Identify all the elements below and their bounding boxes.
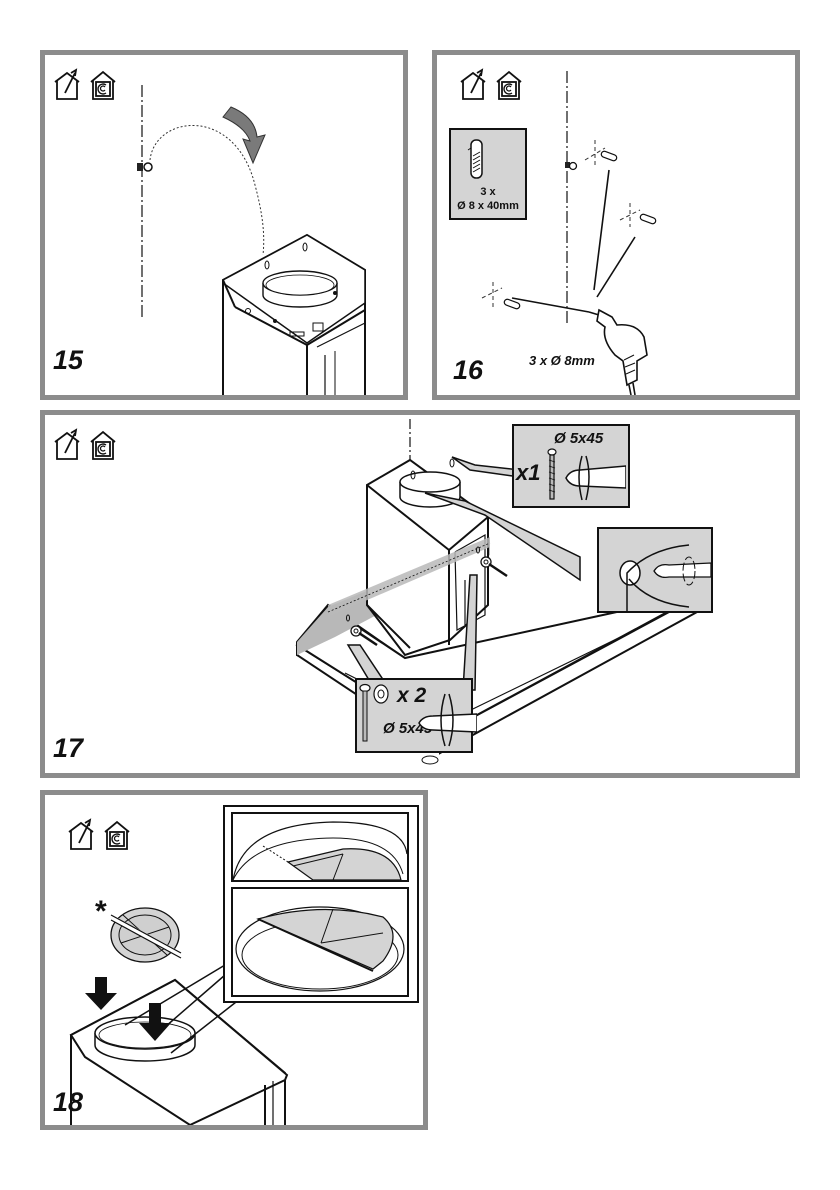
- plug-quantity: 3 x: [480, 186, 496, 198]
- mode-icons: [459, 67, 529, 103]
- screw-with-washer: [476, 546, 508, 578]
- screw-detail-illustration: [619, 544, 711, 611]
- screw-icon: [547, 448, 557, 500]
- screwdriver-icon: [547, 448, 626, 501]
- step-number: 18: [53, 1087, 84, 1117]
- drill-bit-label: 3 x Ø 8mm: [529, 353, 595, 368]
- outlet-collar: [262, 270, 338, 308]
- wall-screw: [137, 162, 153, 172]
- mode-icons: [53, 67, 123, 103]
- step-15-illustration: [137, 85, 366, 395]
- step-15-panel: 15: [40, 50, 408, 400]
- step-18-illustration: [69, 907, 289, 1125]
- step-number: 16: [453, 355, 484, 385]
- hood-body: [222, 233, 366, 395]
- wall-plug-spec-box: 3 x Ø 8 x 40mm: [449, 128, 527, 220]
- screw-quantity: x1: [516, 460, 541, 485]
- anti-backflow-valve: [109, 907, 183, 963]
- power-drill-icon: [588, 308, 648, 395]
- screwdriver-icon: [418, 693, 477, 747]
- screw-washer-icon: [359, 683, 389, 742]
- drill-path: [511, 169, 636, 313]
- outlet-collar: [94, 1016, 196, 1062]
- down-arrow-icon: [139, 1003, 171, 1041]
- drill-mark: [481, 140, 641, 307]
- wall-screw: [565, 161, 578, 171]
- house-duct-outlet-icon: [68, 818, 94, 850]
- top-screw-callout: Ø 5x45 x1: [512, 424, 630, 508]
- step-number: 15: [53, 345, 84, 375]
- house-duct-outlet-icon: [54, 68, 80, 100]
- house-recirculation-icon: [496, 70, 522, 100]
- mode-icons: [67, 817, 137, 853]
- house-recirculation-icon: [104, 820, 130, 850]
- keyhole: [302, 242, 308, 252]
- step-18-panel: * 18: [40, 790, 428, 1130]
- house-recirculation-icon: [90, 70, 116, 100]
- screw-detail-callout: [597, 527, 713, 613]
- step-16-panel: 3 x Ø 8 x 40mm 3 x Ø 8mm 16: [432, 50, 800, 400]
- bottom-screw-callout: x 2 Ø 5x45: [355, 678, 477, 753]
- asterisk-note-marker: *: [95, 895, 107, 928]
- screw-quantity: x 2: [397, 684, 427, 707]
- step-17-panel: Ø 5x45 x1 x 2 Ø 5x45: [40, 410, 800, 778]
- wall-plug: [503, 150, 657, 310]
- valve-detail-top: [231, 812, 409, 882]
- plug-size: Ø 8 x 40mm: [457, 200, 519, 212]
- down-arrow-icon: [85, 977, 117, 1010]
- keyhole: [264, 260, 270, 270]
- house-duct-outlet-icon: [54, 428, 80, 460]
- valve-detail-callout: [223, 805, 419, 1003]
- hood-body: [366, 458, 489, 657]
- mode-icons: [53, 427, 123, 463]
- wall-plug-icon: [467, 139, 483, 179]
- rotate-arrow-icon: [222, 106, 266, 165]
- house-duct-outlet-icon: [460, 68, 486, 100]
- step-number: 17: [53, 733, 84, 763]
- valve-detail-bottom: [231, 887, 409, 997]
- step-16-illustration: [481, 71, 657, 395]
- screw-size: Ø 5x45: [554, 430, 604, 447]
- screw-with-washer: [346, 614, 378, 647]
- house-recirculation-icon: [90, 430, 116, 460]
